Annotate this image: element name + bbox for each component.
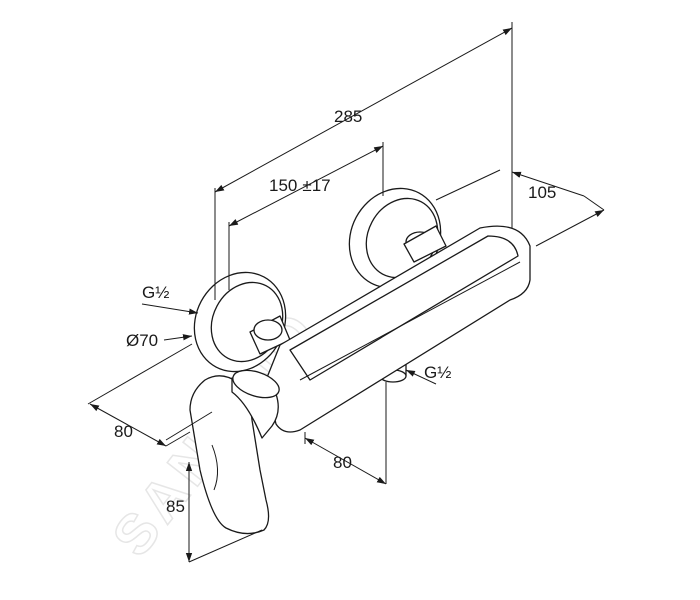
dimension-lines — [87, 22, 605, 563]
thread-left-label: G½ — [142, 283, 169, 302]
dim-80-outlet-label: 80 — [333, 453, 352, 472]
dimension-labels: 285 150±17 105 G½ Ø70 80 80 85 G½ — [114, 107, 556, 516]
dim-150-label: 150±17 — [269, 176, 331, 195]
dim-80-left-label: 80 — [114, 422, 133, 441]
left-escutcheon — [193, 271, 291, 373]
dim-105-label: 105 — [528, 183, 556, 202]
mixer-body — [265, 225, 531, 433]
lever-handle — [189, 369, 280, 535]
diameter-label: Ø70 — [126, 331, 158, 350]
thread-outlet-label: G½ — [424, 363, 451, 382]
mixer-drawing — [189, 187, 531, 535]
dim-285-label: 285 — [334, 107, 362, 126]
dim-85-label: 85 — [166, 497, 185, 516]
